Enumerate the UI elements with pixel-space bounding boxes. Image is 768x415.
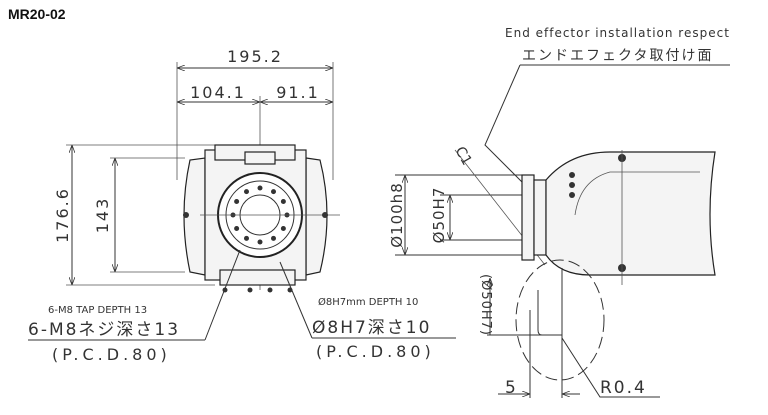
- detail-depth: 5: [505, 378, 516, 398]
- bolt-hole: [271, 189, 276, 195]
- dim-width-right: 91.1: [276, 83, 320, 102]
- front-view-dimensions: 195.2 104.1 91.1 176.6 143: [53, 47, 334, 290]
- bolt-hole: [234, 199, 240, 204]
- pin-label-jp: Ø8H7深さ10: [312, 318, 431, 338]
- side-view-body: [395, 149, 716, 285]
- dim-height-total: 176.6: [53, 187, 72, 243]
- detail-radius: R0.4: [600, 378, 647, 398]
- detail-view: [487, 259, 660, 398]
- outer-dia: Ø100h8: [388, 182, 406, 248]
- dim-width-total: 195.2: [227, 47, 283, 66]
- bolt-hole: [280, 199, 286, 204]
- bolt-hole: [234, 226, 240, 231]
- pin-label-en: Ø8H7mm DEPTH 10: [318, 296, 418, 308]
- front-view-body: [183, 144, 340, 341]
- dim-width-left: 104.1: [190, 83, 246, 102]
- drawing-title: MR20-02: [8, 6, 66, 22]
- tap-label-en: 6-M8 TAP DEPTH 13: [48, 305, 147, 316]
- bolt-hole: [280, 226, 286, 231]
- tap-label-jp: 6-M8ネジ深さ13: [28, 320, 180, 340]
- surface-label-jp: エンドエフェクタ取付け面: [522, 48, 713, 64]
- bolt-hole: [244, 189, 249, 195]
- pin-pcd: (P.C.D.80): [316, 342, 435, 361]
- bolt-hole: [271, 235, 276, 241]
- bolt-hole: [244, 235, 249, 241]
- dim-height-inner: 143: [93, 197, 112, 234]
- tap-pcd: (P.C.D.80): [52, 345, 171, 364]
- chamfer-label: C1: [452, 144, 475, 168]
- bolt-hole: [257, 239, 263, 245]
- detail-dia: (Ø50H7): [478, 274, 493, 336]
- surface-label-en: End effector installation respect: [505, 26, 730, 40]
- inner-dia: Ø50H7: [430, 187, 448, 244]
- bolt-hole: [257, 185, 263, 191]
